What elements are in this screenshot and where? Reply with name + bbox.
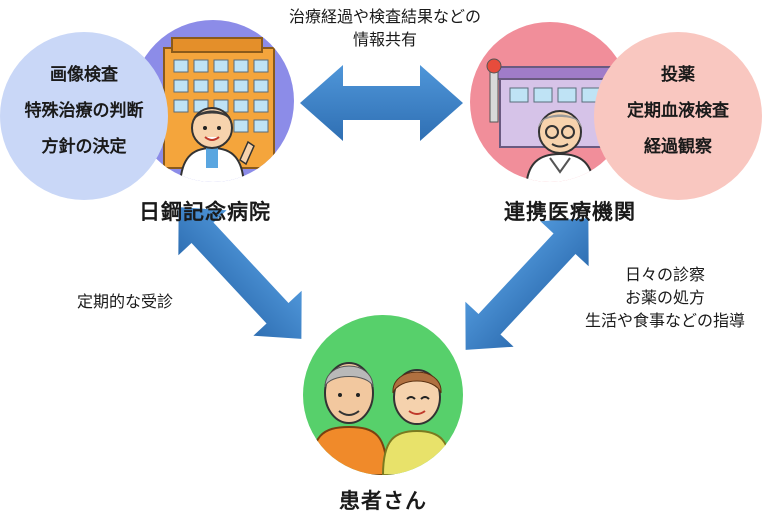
clinic-role-circle <box>594 32 762 200</box>
clinic-roles: 投薬 定期血液検査 経過観察 <box>594 57 762 165</box>
hospital-role-imaging: 画像検査 <box>50 65 118 85</box>
clinic-role-blood-test: 定期血液検査 <box>627 101 729 121</box>
hospital-role-policy: 方針の決定 <box>41 137 127 157</box>
doctor-icon <box>179 107 255 182</box>
info-share-note: 治療経過や検査結果などの 情報共有 <box>288 7 481 49</box>
daily-care-note: 日々の診察 お薬の処方 生活や食事などの指導 <box>584 265 745 330</box>
hospital-role-special: 特殊治療の判断 <box>24 101 144 121</box>
info-share-arrow <box>300 65 463 141</box>
regular-visit-note: 定期的な受診 <box>76 292 173 311</box>
clinic-patient-arrow <box>465 218 589 350</box>
hospital-roles: 画像検査 特殊治療の判断 方針の決定 <box>0 57 168 165</box>
clinic-doctor-icon <box>525 110 595 182</box>
patients-icon <box>309 362 453 475</box>
hospital-name: 日鋼記念病院 <box>139 200 271 224</box>
patient-name: 患者さん <box>339 489 427 513</box>
clinic-role-observation: 経過観察 <box>644 137 712 157</box>
hospital-patient-arrow <box>178 207 302 339</box>
patient-circle <box>303 315 463 475</box>
clinic-role-medication: 投薬 <box>661 65 695 85</box>
hospital-role-circle <box>0 32 168 200</box>
clinic-name: 連携医療機関 <box>504 200 636 224</box>
